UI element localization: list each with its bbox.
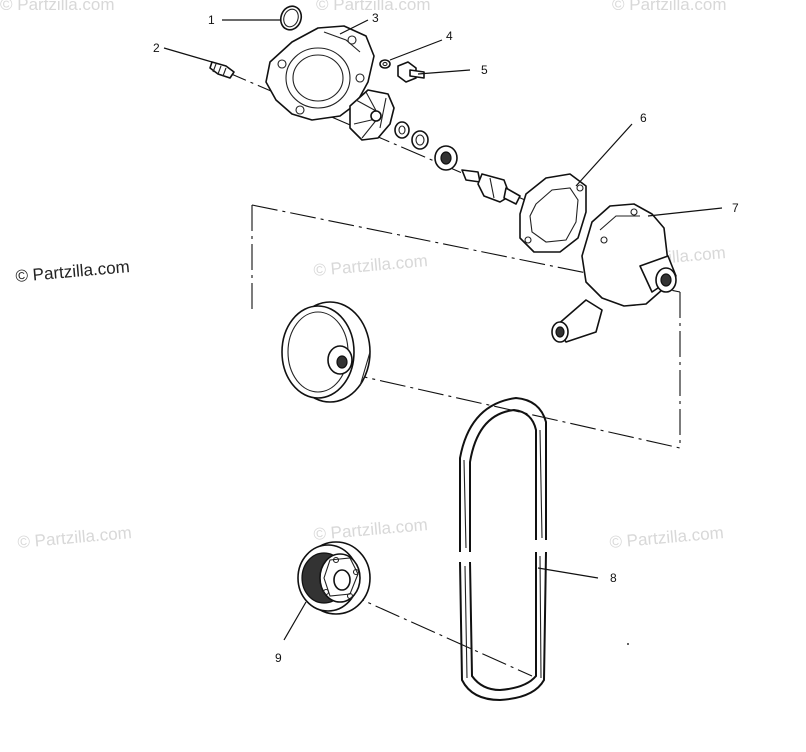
callout-2: 2 [153,41,160,55]
o-ring[interactable] [277,3,304,32]
bleed-screw[interactable] [209,61,235,79]
mechanical-seal[interactable] [394,121,429,150]
leader-8 [537,567,599,579]
callout-4: 4 [446,29,453,43]
pump-housing[interactable] [551,203,677,343]
watermark-top-center: © Partzilla.com [316,0,431,14]
drive-belt[interactable] [459,396,547,702]
watermark-top-right: © Partzilla.com [612,0,727,14]
drive-pulley[interactable] [281,301,371,403]
callout-3: 3 [372,11,379,25]
leader-6 [575,123,633,187]
watermark-bottom-left: © Partzilla.com [17,523,133,552]
callouts: 1 2 3 4 5 6 7 8 9 [153,11,739,665]
copyright-notice: © Partzilla.com [15,257,131,286]
callout-9: 9 [275,651,282,665]
leader-lines [163,19,723,641]
callout-6: 6 [640,111,647,125]
callout-1: 1 [208,13,215,27]
speck [627,643,629,645]
watermark-top-left: © Partzilla.com [0,0,115,14]
watermark-bottom-right: © Partzilla.com [609,523,725,552]
watermark-bottom-center: © Partzilla.com [313,515,429,544]
callout-7: 7 [732,201,739,215]
callout-8: 8 [610,571,617,585]
axis-lower-pulley-to-belt [339,589,533,677]
leader-2 [163,47,213,63]
crankshaft-pulley[interactable] [297,541,371,615]
leader-5 [417,69,471,75]
pump-gasket[interactable] [519,173,587,253]
leader-9 [283,601,307,641]
hex-bolt[interactable] [397,61,425,83]
callout-5: 5 [481,63,488,77]
pump-cover[interactable] [265,25,375,121]
sealing-washer[interactable] [379,59,391,69]
shaft-bearing[interactable] [434,145,458,171]
leader-4 [389,39,443,61]
leader-3 [339,19,369,35]
leader-7 [647,207,723,217]
impeller[interactable] [349,89,395,141]
watermark-middle-center: © Partzilla.com [313,251,429,280]
pump-shaft[interactable] [461,169,521,205]
